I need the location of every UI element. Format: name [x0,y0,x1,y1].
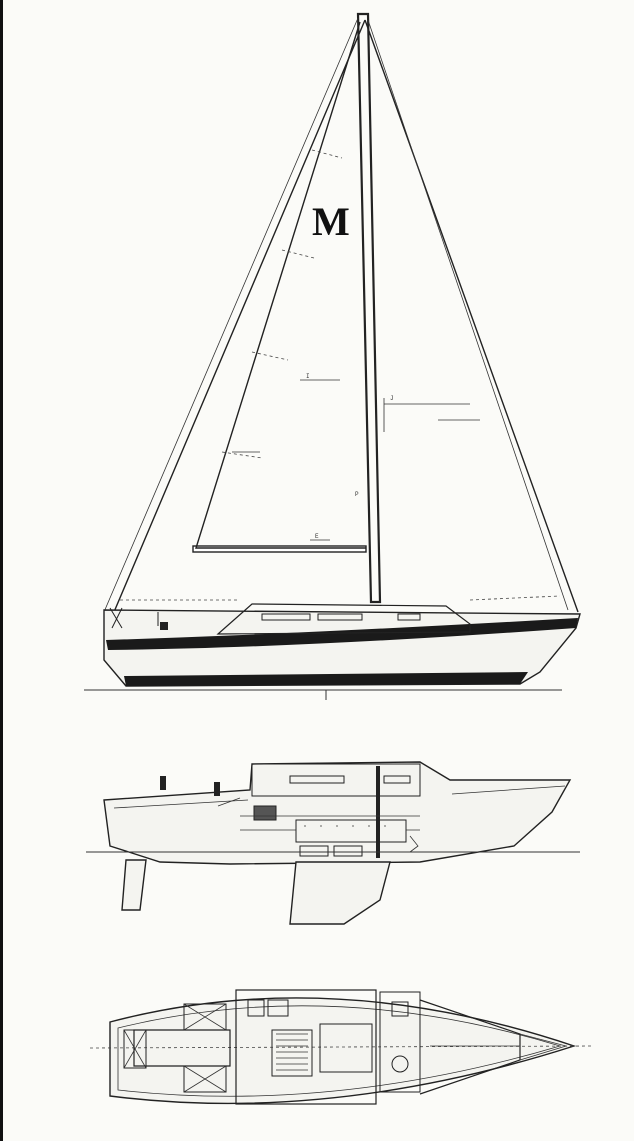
cockpit-seat-top-x [183,1003,227,1031]
cockpit-seat-bottom-x [183,1065,227,1093]
stern-locker [123,1029,147,1069]
inboard-details [217,797,420,853]
dim-label-e: E [315,533,319,540]
inboard-sheer [113,785,566,809]
head-basin [391,1001,409,1017]
boot-stripe [106,618,578,650]
inboard-profile-view [86,761,580,925]
dimension-lines [232,379,480,541]
plan-hull-outline [109,997,577,1105]
accommodation-plan-view [89,989,593,1105]
cabin-trunk [216,603,471,635]
saloon-area [235,989,377,1105]
toilet [391,1055,409,1073]
inboard-coachroof [251,763,421,797]
inboard-hull [103,761,572,865]
left-border [0,0,3,1141]
dim-label-p: P [355,491,359,498]
inboard-portlight-1 [289,775,345,784]
waterline-stripe [124,672,528,686]
keel [289,861,391,925]
chart-table [271,1029,313,1077]
galley-stove [267,999,289,1017]
dim-label-i: I [306,373,310,380]
jib [113,19,579,619]
stern-pulpit [103,607,159,629]
lifelines [120,595,561,601]
winch [160,622,168,630]
settee-block [295,819,407,843]
sail-plan-view: I J P E M [84,12,581,700]
rudder [121,859,147,911]
backstay [103,17,359,613]
cabin-window-3 [397,613,421,621]
cabin-window-2 [317,613,363,621]
bow-point [519,1033,568,1061]
sail-logo: M [312,199,350,244]
dinette-table [319,1023,373,1073]
berth-block-2 [333,845,363,857]
bulkhead [376,766,380,858]
cabin-window-1 [261,613,311,621]
forestay [367,19,569,611]
stern-locker-x [123,1029,147,1069]
cabin-sole-grating [276,1033,308,1071]
cockpit-seat-bottom [183,1065,227,1093]
mainsail [195,21,366,549]
mast [356,12,382,604]
v-berth [419,999,521,1095]
dim-label-j: J [390,395,394,402]
boom [192,545,367,553]
inboard-winches [160,776,220,796]
cockpit-seat-top [183,1003,227,1031]
galley-sink [247,999,265,1017]
berth-block-1 [299,845,329,857]
head-compartment [379,991,421,1093]
galley-block [253,805,277,821]
inboard-portlight-2 [383,775,411,784]
